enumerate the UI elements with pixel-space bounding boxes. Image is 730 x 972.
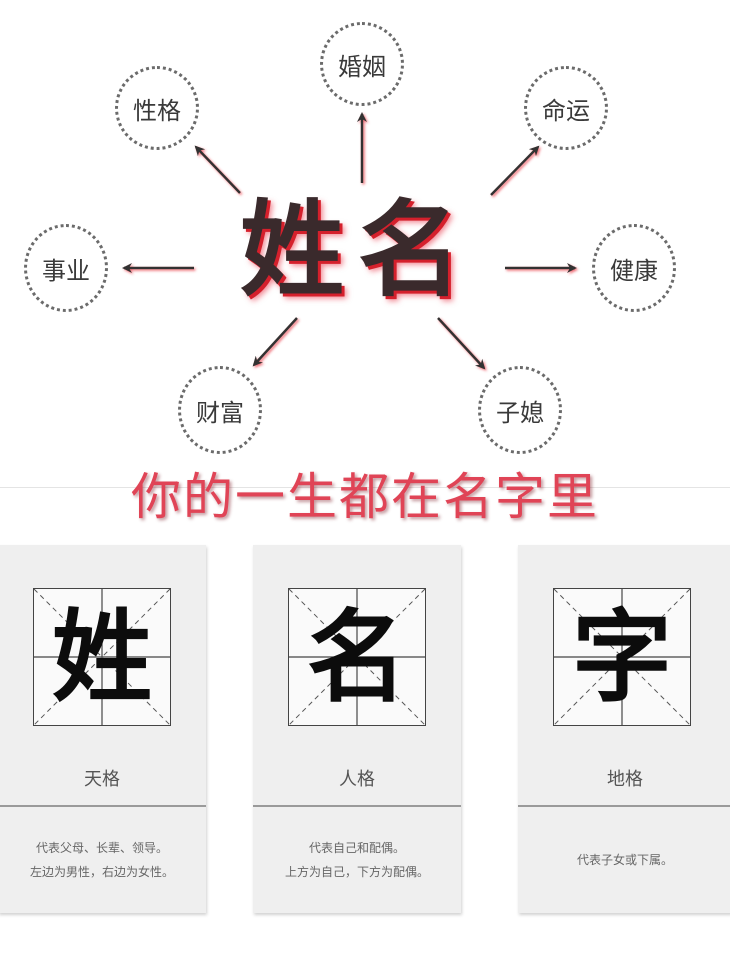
arrow-to-fate xyxy=(490,145,540,196)
grid-lines xyxy=(554,589,690,725)
card-separator xyxy=(0,805,206,807)
desc-line: 代表父母、长辈、领导。 xyxy=(35,841,168,855)
tianzi-grid: 姓 xyxy=(33,588,171,726)
node-career: 事业 xyxy=(24,224,108,312)
tianzi-grid: 字 xyxy=(553,588,691,726)
node-label: 事业 xyxy=(42,256,90,285)
grid-character: 字 xyxy=(572,598,672,716)
card-ren-ge: 名 人格 代表自己和配偶。 上方为自己，下方为配偶。 xyxy=(253,545,461,913)
grid-lines xyxy=(34,589,170,725)
arrow-to-personality xyxy=(194,145,241,194)
grid-lines xyxy=(289,589,425,725)
node-wealth: 财富 xyxy=(178,366,262,454)
card-title: 天格 xyxy=(84,769,120,790)
card-title: 地格 xyxy=(607,769,643,790)
desc-line: 左边为男性，右边为女性。 xyxy=(29,865,174,879)
node-personality: 性格 xyxy=(115,66,199,150)
grid-character: 名 xyxy=(307,598,407,716)
section-divider xyxy=(0,487,730,488)
card-tian-ge: 姓 天格 代表父母、长辈、领导。 左边为男性，右边为女性。 xyxy=(0,545,206,913)
card-di-ge: 字 地格 代表子女或下属。 xyxy=(518,545,730,913)
tianzi-grid: 名 xyxy=(288,588,426,726)
node-label: 婚姻 xyxy=(338,52,386,81)
node-fate: 命运 xyxy=(524,66,608,150)
desc-line: 上方为自己，下方为配偶。 xyxy=(284,865,429,879)
arrow-to-children xyxy=(437,317,486,370)
node-marriage: 婚姻 xyxy=(320,22,404,106)
card-description: 代表子女或下属。 xyxy=(518,807,730,913)
node-label: 财富 xyxy=(196,398,244,427)
node-health: 健康 xyxy=(592,224,676,312)
card-separator xyxy=(253,805,461,807)
slogan: 你的一生都在名字里 xyxy=(131,468,599,526)
node-children: 子媳 xyxy=(478,366,562,454)
node-label: 健康 xyxy=(610,256,658,285)
node-label: 命运 xyxy=(542,96,590,125)
center-title: 姓名 xyxy=(239,188,476,311)
card-description: 代表父母、长辈、领导。 左边为男性，右边为女性。 xyxy=(0,807,206,913)
desc-line: 代表子女或下属。 xyxy=(576,853,673,867)
desc-line: 代表自己和配偶。 xyxy=(308,841,405,855)
name-influence-diagram: 性格 婚姻 命运 事业 健康 财富 子媳 姓名 xyxy=(0,0,730,460)
card-title: 人格 xyxy=(339,769,375,790)
arrow-to-wealth xyxy=(252,317,298,367)
node-label: 子媳 xyxy=(496,398,544,427)
grid-character: 姓 xyxy=(52,598,152,716)
node-label: 性格 xyxy=(133,96,181,125)
card-description: 代表自己和配偶。 上方为自己，下方为配偶。 xyxy=(253,807,461,913)
card-separator xyxy=(518,805,730,807)
